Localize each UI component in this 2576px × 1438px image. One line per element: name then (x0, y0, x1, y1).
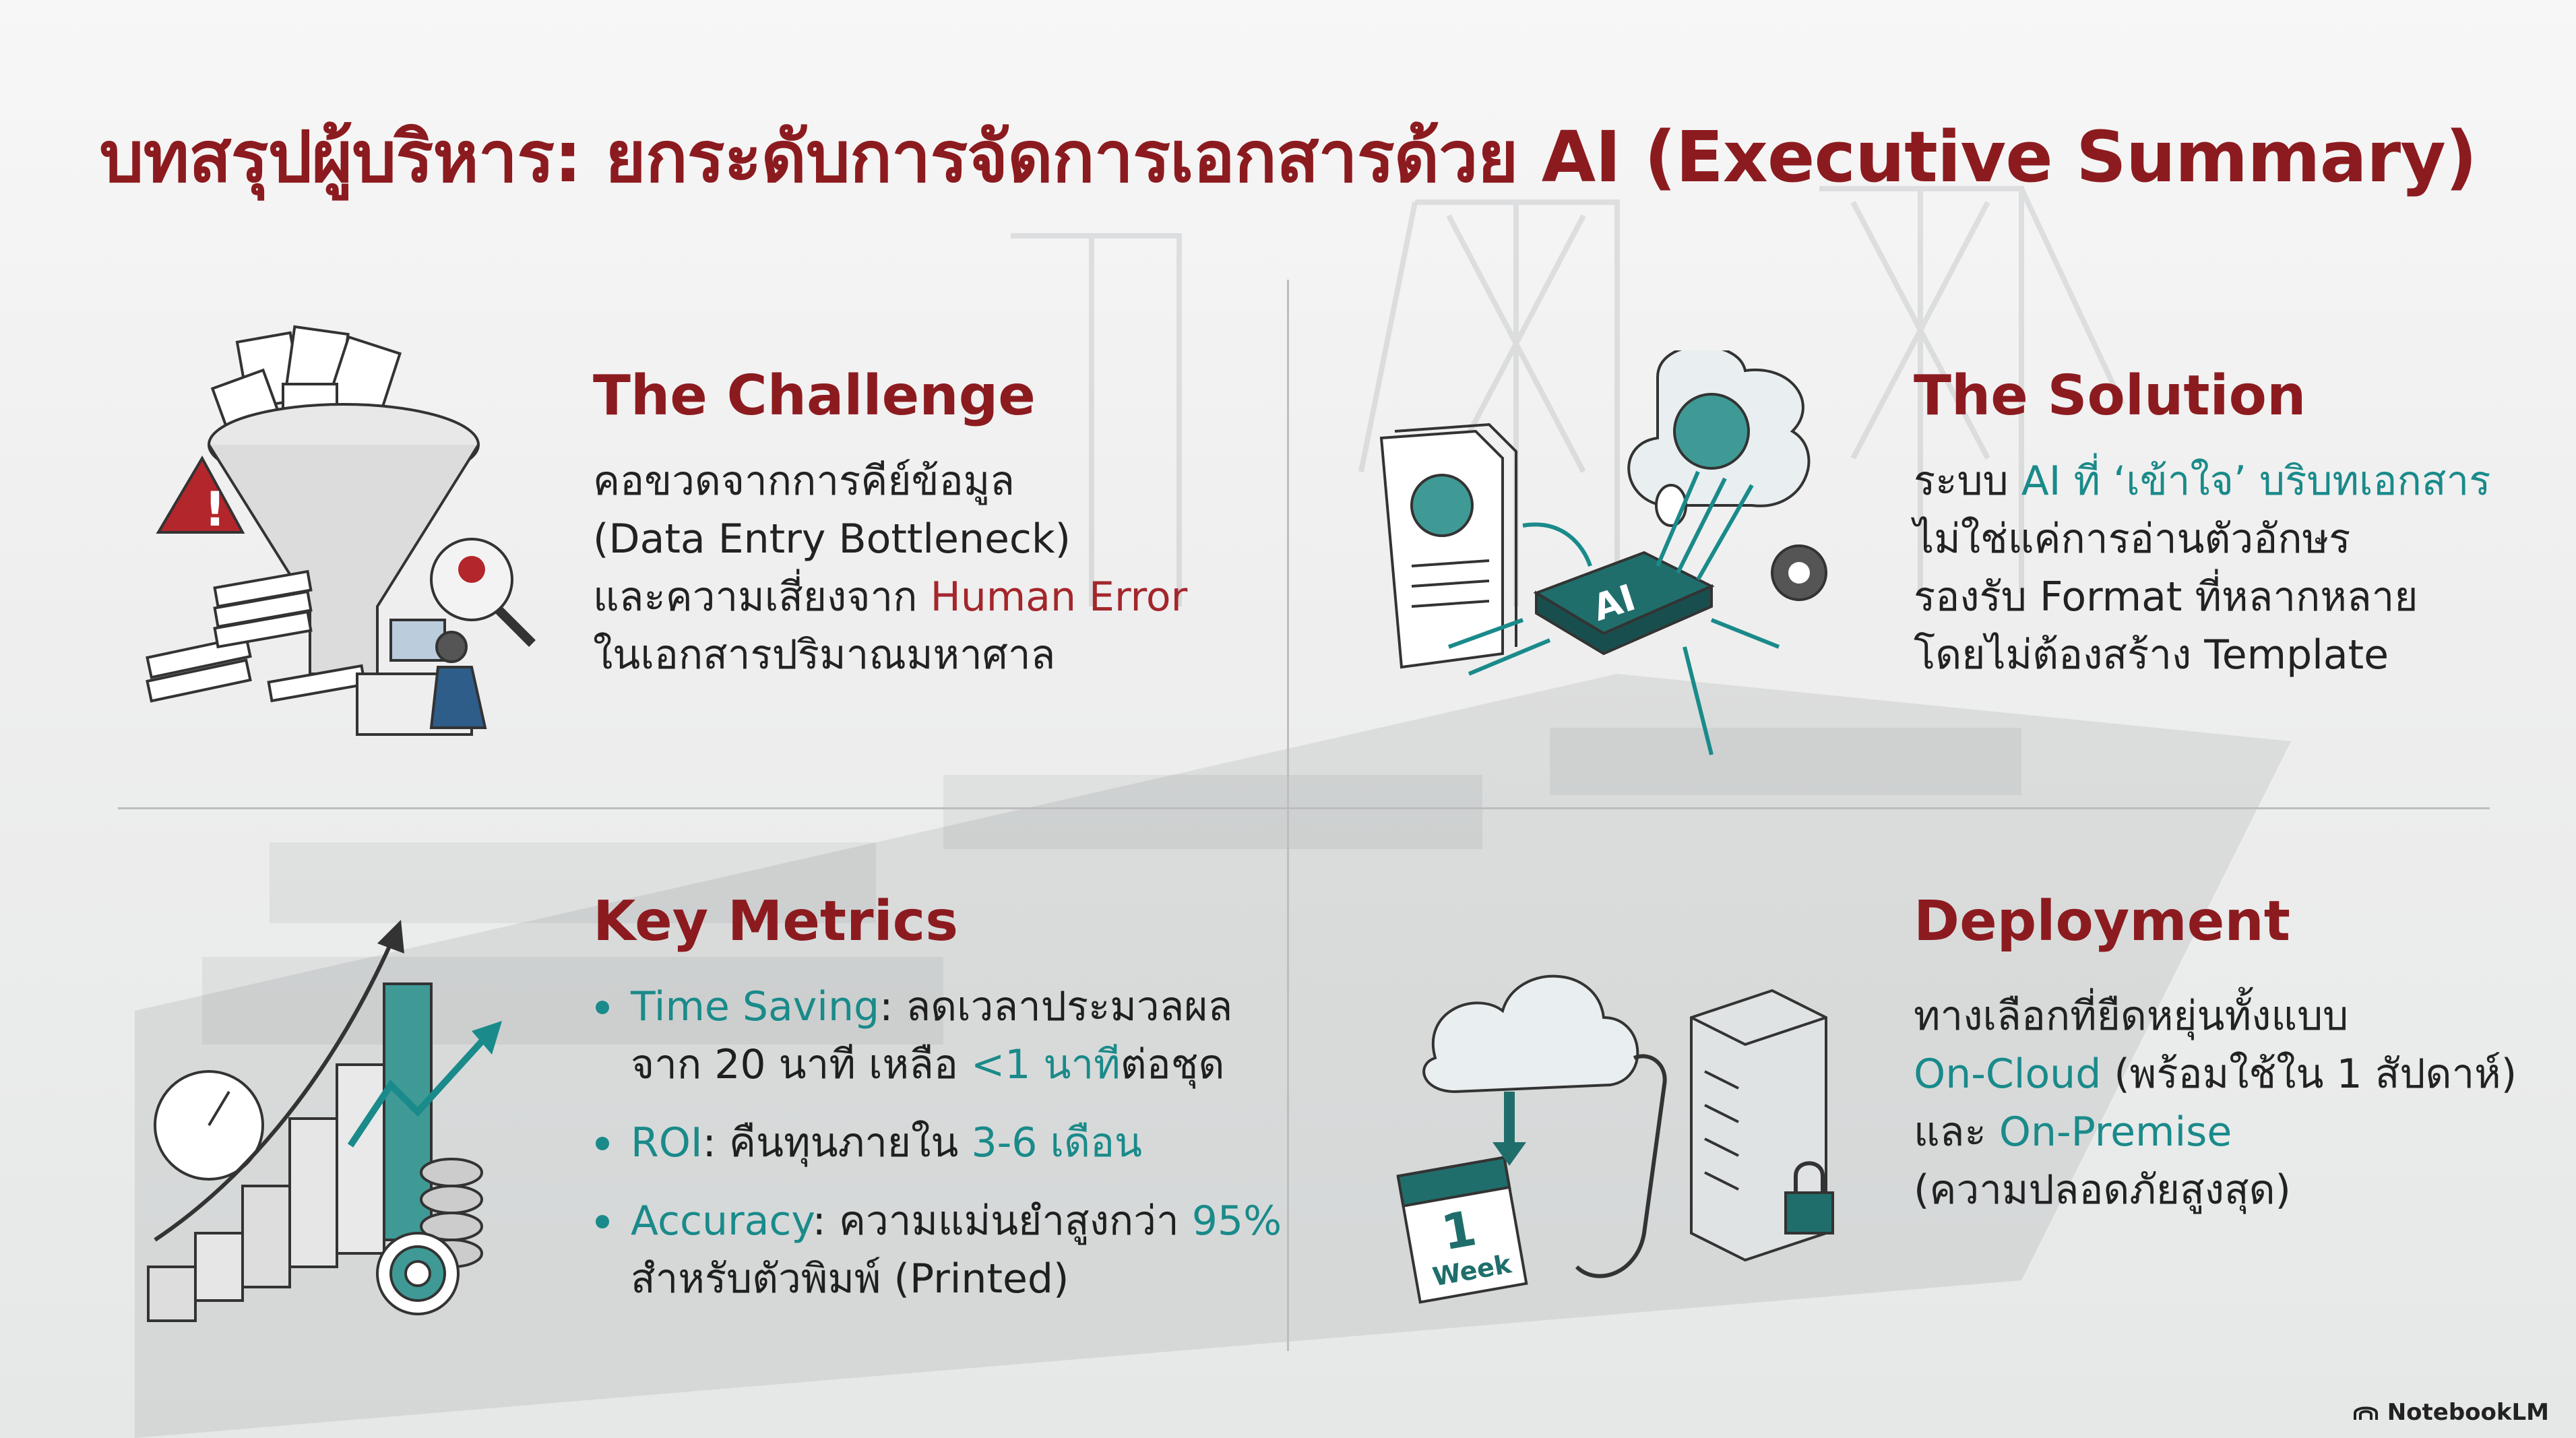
metric-text: จาก 20 นาที เหลือ (631, 1041, 971, 1088)
challenge-line: ในเอกสารปริมาณมหาศาล (593, 631, 1056, 679)
challenge-line: (Data Entry Bottleneck) (593, 515, 1071, 563)
metric-separator: : (812, 1197, 839, 1245)
on-premise-highlight: On-Premise (1999, 1108, 2232, 1156)
funnel-documents-illustration: ! (146, 325, 536, 736)
vertical-divider (1287, 280, 1289, 1351)
metric-text: ต่อชุด (1120, 1041, 1225, 1088)
solution-text: ระบบ (1914, 458, 2021, 505)
list-item: ROI: คืนทุนภายใน 3-6 เดือน (593, 1114, 1282, 1172)
ai-context-highlight: AI ที่ ‘เข้าใจ’ บริบทเอกสาร (2021, 458, 2491, 505)
metric-label: Time Saving (631, 983, 880, 1030)
solution-body: ระบบ AI ที่ ‘เข้าใจ’ บริบทเอกสาร ไม่ใช่แ… (1914, 452, 2490, 684)
solution-line: ระบบ AI ที่ ‘เข้าใจ’ บริบทเอกสาร (1914, 452, 2490, 510)
metric-text: ลดเวลาประมวลผล (906, 983, 1233, 1030)
deployment-line: On-Cloud (พร้อมใช้ใน 1 สัปดาห์) (1914, 1045, 2517, 1103)
metric-highlight: 3-6 เดือน (971, 1119, 1143, 1166)
challenge-line: และความเสี่ยงจาก Human Error (593, 568, 1187, 626)
deployment-line: ทางเลือกที่ยืดหยุ่นทั้งแบบ (1914, 993, 2349, 1040)
growth-chart-stopwatch-illustration (147, 920, 502, 1322)
deployment-line: (ความปลอดภัยสูงสุด) (1914, 1166, 2291, 1214)
metric-label: ROI (631, 1119, 703, 1166)
metric-label: Accuracy (631, 1197, 813, 1245)
solution-line: โดยไม่ต้องสร้าง Template (1914, 631, 2389, 679)
challenge-text: และความเสี่ยงจาก (593, 573, 931, 621)
deployment-text: (พร้อมใช้ใน 1 สัปดาห์) (2101, 1051, 2517, 1098)
challenge-line: คอขวดจากการคีย์ข้อมูล (593, 458, 1015, 505)
metric-separator: : (879, 983, 906, 1030)
deployment-heading: Deployment (1914, 889, 2290, 954)
solution-heading: The Solution (1914, 364, 2306, 428)
deployment-text: และ (1914, 1108, 1999, 1156)
list-item: Accuracy: ความแม่นยำสูงกว่า 95% สำหรับตั… (593, 1192, 1282, 1308)
metric-highlight: 95% (1191, 1197, 1282, 1245)
metric-text: ความแม่นยำสูงกว่า (838, 1197, 1192, 1245)
metric-separator: : (702, 1119, 729, 1166)
challenge-body: คอขวดจากการคีย์ข้อมูล (Data Entry Bottle… (593, 452, 1187, 684)
brand-logo: NotebookLM (2352, 1399, 2549, 1426)
horizontal-divider (118, 807, 2490, 809)
challenge-heading: The Challenge (593, 364, 1036, 428)
brand-name: NotebookLM (2387, 1399, 2549, 1426)
list-item: Time Saving: ลดเวลาประมวลผล จาก 20 นาที … (593, 978, 1282, 1094)
challenge-section: The Challenge คอขวดจากการคีย์ข้อมูล (Dat… (593, 364, 1187, 684)
solution-line: รองรับ Format ที่หลากหลาย (1914, 573, 2418, 621)
solution-section: The Solution ระบบ AI ที่ ‘เข้าใจ’ บริบทเ… (1914, 364, 2490, 684)
deployment-body: ทางเลือกที่ยืดหยุ่นทั้งแบบ On-Cloud (พร้… (1914, 987, 2517, 1219)
ai-document-brain-illustration: AI (1379, 350, 1827, 755)
metric-text: คืนทุนภายใน (728, 1119, 972, 1166)
on-cloud-highlight: On-Cloud (1914, 1051, 2102, 1098)
metric-text: สำหรับตัวพิมพ์ (Printed) (631, 1255, 1069, 1303)
metrics-section: Key Metrics Time Saving: ลดเวลาประมวลผล … (593, 889, 1282, 1328)
human-error-highlight: Human Error (930, 573, 1188, 621)
metric-highlight: <1 นาที (970, 1041, 1121, 1088)
deployment-section: Deployment ทางเลือกที่ยืดหยุ่นทั้งแบบ On… (1914, 889, 2517, 1219)
solution-line: ไม่ใช่แค่การอ่านตัวอักษร (1914, 515, 2351, 563)
deployment-line: และ On-Premise (1914, 1103, 2517, 1161)
notebooklm-icon (2353, 1406, 2378, 1420)
cloud-server-calendar-illustration: 1 Week (1396, 974, 1834, 1304)
svg-text:!: ! (204, 482, 226, 537)
metrics-heading: Key Metrics (593, 889, 959, 954)
metrics-list: Time Saving: ลดเวลาประมวลผล จาก 20 นาที … (593, 978, 1282, 1308)
page-title: บทสรุปผู้บริหาร: ยกระดับการจัดการเอกสารด… (99, 116, 2478, 198)
